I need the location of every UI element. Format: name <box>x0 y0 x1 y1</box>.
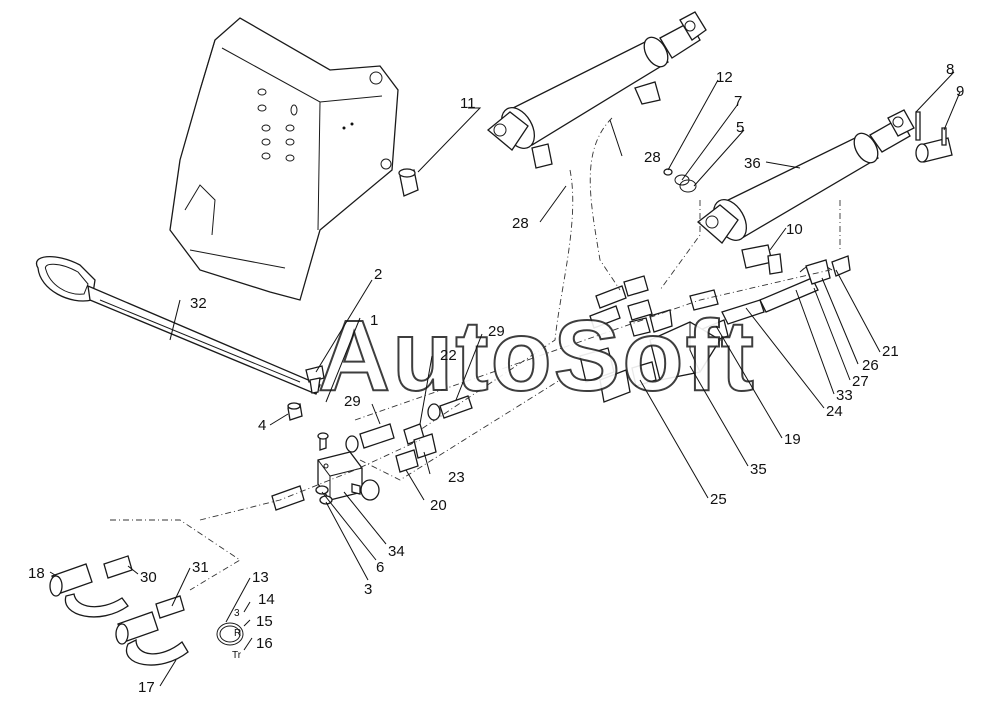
callout-18: 18 <box>28 565 45 582</box>
knob-handle <box>351 479 380 501</box>
callout-16: 16 <box>256 635 273 652</box>
part-6-nut <box>315 485 329 495</box>
callout-5: 5 <box>736 119 744 136</box>
callout-22: 22 <box>440 347 457 364</box>
callout-34: 34 <box>388 543 405 560</box>
callout-labels: 11 2 1 4 32 3 6 34 12 7 5 8 9 10 36 28 2… <box>28 61 964 696</box>
callout-10: 10 <box>786 221 803 238</box>
callout-19: 19 <box>784 431 801 448</box>
callout-27: 27 <box>852 373 869 390</box>
callout-31: 31 <box>192 559 209 576</box>
callout-13: 13 <box>252 569 269 586</box>
callout-17: 17 <box>138 679 155 696</box>
part-30-adapter <box>103 555 133 579</box>
left-feed-fitting <box>271 485 305 511</box>
callout-33: 33 <box>836 387 853 404</box>
callout-30: 30 <box>140 569 157 586</box>
callout-20: 20 <box>430 497 447 514</box>
callout-8: 8 <box>946 61 954 78</box>
part-17-quick-coupler <box>115 611 189 666</box>
callout-7: 7 <box>734 93 742 110</box>
part-13-o-ring <box>216 622 244 646</box>
part-18-quick-coupler <box>49 563 129 618</box>
part-3-washer <box>319 495 333 505</box>
callout-14: 14 <box>258 591 275 608</box>
leader-lines <box>49 71 961 687</box>
callout-28-lower: 28 <box>512 215 529 232</box>
callout-23: 23 <box>448 469 465 486</box>
glyph-part-16: Tr <box>232 650 242 661</box>
callout-4: 4 <box>258 417 266 434</box>
callout-3: 3 <box>364 581 372 598</box>
callout-35: 35 <box>750 461 767 478</box>
glyph-part-15: R <box>234 628 241 639</box>
part-36-hydraulic-cylinder <box>696 109 915 244</box>
part-20-fitting <box>395 449 419 473</box>
part-31-adapter <box>155 595 185 619</box>
callout-26: 26 <box>862 357 879 374</box>
callout-32: 32 <box>190 295 207 312</box>
callout-9: 9 <box>956 83 964 100</box>
part-8-clip <box>915 111 947 146</box>
callout-12: 12 <box>716 69 733 86</box>
part-4-sleeve <box>287 402 303 421</box>
part-10-pin <box>741 244 783 275</box>
part-2-screw <box>317 432 329 451</box>
callout-6: 6 <box>376 559 384 576</box>
callout-25: 25 <box>710 491 727 508</box>
hose-lines <box>699 255 851 345</box>
glyph-part-14: 3 <box>234 608 240 619</box>
callout-36: 36 <box>744 155 761 172</box>
part-1-bolt <box>305 365 325 394</box>
part-5-seal <box>679 179 697 193</box>
watermark-text: AutoSoft <box>318 300 756 412</box>
callout-11: 11 <box>460 95 476 112</box>
part-32-lever-handle <box>35 255 321 395</box>
callout-28-upper: 28 <box>644 149 661 166</box>
assembly-centerlines <box>110 117 841 591</box>
callout-15: 15 <box>256 613 273 630</box>
mounting-frame <box>169 17 399 301</box>
fittings-cluster-right <box>589 275 719 337</box>
part-29-fitting-left <box>345 423 395 453</box>
hydraulic-cylinder-upper <box>486 11 707 169</box>
callout-21: 21 <box>882 343 899 360</box>
part-35-valve-block <box>579 321 721 403</box>
callout-24: 24 <box>826 403 843 420</box>
part-11-bushing <box>398 168 419 197</box>
callout-29-right: 29 <box>488 323 505 340</box>
callout-1: 1 <box>370 312 378 329</box>
callout-29-left: 29 <box>344 393 361 410</box>
part-29-fitting-right <box>427 395 473 421</box>
callout-2: 2 <box>374 266 382 283</box>
